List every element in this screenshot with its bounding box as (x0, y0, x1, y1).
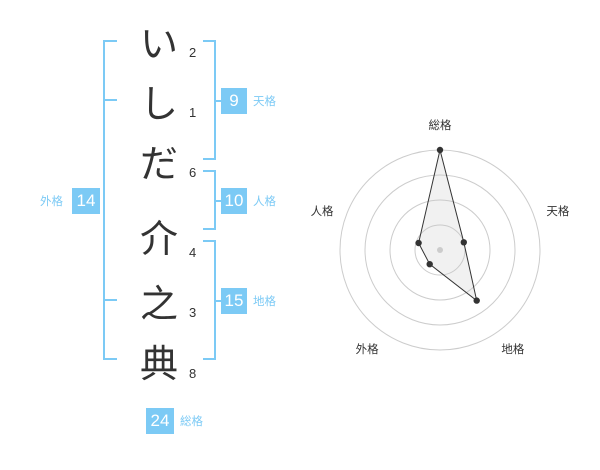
stroke-count-2: 1 (189, 105, 197, 120)
radar-axis-label-tenkaku: 天格 (546, 203, 570, 218)
radar-data-point (460, 239, 467, 246)
tenkaku-bracket (203, 40, 216, 160)
name-char-1: い (139, 22, 178, 66)
gaikaku-bracket (103, 40, 117, 360)
radar-data-point (473, 297, 480, 304)
stroke-count-5: 3 (189, 305, 197, 320)
chikaku-label: 地格 (253, 294, 276, 308)
radar-axis-label-gaikaku: 外格 (355, 342, 379, 357)
jinkaku-label: 人格 (253, 194, 276, 208)
radar-grid-ring (364, 174, 516, 326)
name-char-6: 典 (139, 342, 178, 386)
soukaku-label: 総格 (180, 414, 203, 428)
gaikaku-bracket-tick (103, 299, 117, 301)
radar-series-polygon (418, 149, 478, 302)
gaikaku-bracket-tick (103, 99, 117, 101)
name-char-2: し (139, 82, 178, 126)
tenkaku-value: 9 (221, 88, 247, 114)
stroke-count-4: 4 (189, 245, 197, 260)
radar-axis-label-chikaku: 地格 (501, 342, 525, 357)
gaikaku-label: 外格 (40, 194, 63, 208)
stroke-count-6: 8 (189, 366, 197, 381)
stroke-count-1: 2 (189, 45, 197, 60)
radar-data-point (426, 261, 433, 268)
radar-center-dot (437, 247, 443, 253)
radar-axis-label-jinkaku: 人格 (310, 203, 334, 218)
radar-data-point (415, 239, 422, 247)
gaikaku-value: 14 (72, 188, 100, 214)
radar-data-point (436, 146, 444, 154)
jinkaku-bracket (203, 170, 216, 230)
stroke-count-3: 6 (189, 165, 197, 180)
name-char-3: だ (139, 142, 178, 186)
radar-axis-label-soukaku: 総格 (428, 118, 452, 132)
soukaku-value: 24 (146, 408, 174, 434)
name-char-4: 介 (139, 217, 178, 261)
chikaku-bracket (203, 240, 216, 360)
tenkaku-label: 天格 (253, 94, 276, 108)
radar-grid-ring (389, 199, 491, 301)
chikaku-value: 15 (221, 288, 247, 314)
name-char-5: 之 (139, 282, 178, 326)
jinkaku-value: 10 (221, 188, 247, 214)
